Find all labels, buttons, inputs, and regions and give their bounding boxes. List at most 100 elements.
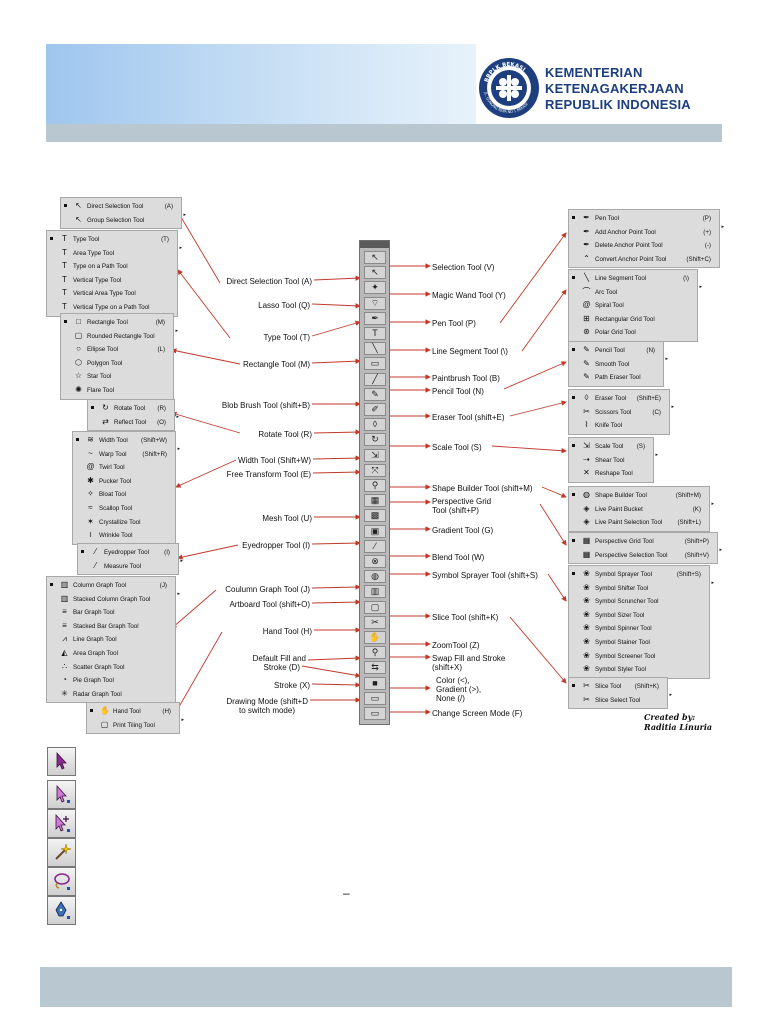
tool-menu-item[interactable]: ❀Symbol Screener Tool (569, 650, 709, 663)
tool-menu-item[interactable]: ○Ellipse Tool(L) (61, 343, 173, 356)
flyout-arrow-icon[interactable]: ▸ (711, 501, 714, 507)
toolbar-tool-button[interactable]: ▩ (364, 509, 386, 523)
toolbar-tool-button[interactable]: ⊗ (364, 555, 386, 568)
toolbar-tool-button[interactable]: ✒ (364, 311, 386, 325)
tool-menu-item[interactable]: ⁄Measure Tool (78, 560, 178, 573)
flyout-arrow-icon[interactable]: ▸ (183, 212, 186, 218)
flyout-arrow-icon[interactable]: ▸ (177, 446, 180, 452)
toolbar-tool-button[interactable]: ▥ (364, 585, 386, 599)
tool-menu-item[interactable]: ▢Rounded Rectangle Tool (61, 330, 173, 343)
toolbar-tool-button[interactable]: ✐ (364, 403, 386, 416)
tool-menu-item[interactable]: ⌇Knife Tool (569, 419, 669, 432)
flyout-arrow-icon[interactable]: ▸ (699, 284, 702, 290)
tool-menu-item[interactable]: ▥Column Graph Tool(J) (47, 579, 175, 592)
toolbar-tool-button[interactable]: ╱ (364, 372, 386, 386)
tool-menu-item[interactable]: ✎Smooth Tool (569, 358, 663, 371)
toolbar-tool-button[interactable]: ⤧ (364, 463, 386, 477)
tool-menu-item[interactable]: ☆Star Tool (61, 370, 173, 383)
tool-menu-item[interactable]: □Rectangle Tool(M) (61, 316, 173, 329)
tool-menu-item[interactable]: ⊛Polar Grid Tool (569, 326, 697, 339)
tool-menu-item[interactable]: ⬡Polygon Tool (61, 357, 173, 370)
tool-menu-item[interactable]: ◈Live Paint Bucket(K) (569, 503, 709, 516)
toolbar-tool-button[interactable]: ⇲ (364, 448, 386, 462)
tool-menu-item[interactable]: ✺Flare Tool (61, 384, 173, 397)
flyout-arrow-icon[interactable]: ▸ (655, 452, 658, 458)
tool-menu-item[interactable]: ↖Direct Selection Tool(A) (61, 200, 181, 213)
flyout-arrow-icon[interactable]: ▸ (719, 547, 722, 553)
tool-menu-item[interactable]: ✒Add Anchor Point Tool(+) (569, 226, 719, 239)
tool-menu-item[interactable]: ✳Radar Graph Tool (47, 688, 175, 701)
tool-menu-item[interactable]: ⇢Shear Tool (569, 454, 653, 467)
tool-menu-item[interactable]: ≡Bar Graph Tool (47, 606, 175, 619)
toolbar-tool-button[interactable]: ▭ (364, 707, 386, 720)
tool-menu-item[interactable]: @Twirl Tool (73, 461, 175, 474)
tool-menu-item[interactable]: ⌒Arc Tool (569, 286, 697, 299)
flyout-arrow-icon[interactable]: ▸ (180, 558, 183, 564)
toolbar-tool-button[interactable]: ⚲ (364, 646, 386, 660)
tool-menu-item[interactable]: ↖Group Selection Tool (61, 214, 181, 227)
tool-menu-item[interactable]: ⩘Line Graph Tool (47, 633, 175, 646)
tool-menu-item[interactable]: @Spiral Tool (569, 299, 697, 312)
tool-menu-item[interactable]: ✒Pen Tool(P) (569, 212, 719, 225)
tool-menu-item[interactable]: ◊Eraser Tool(Shift+E) (569, 392, 669, 405)
tool-menu-item[interactable]: ↻Rotate Tool(R) (88, 402, 174, 415)
tool-menu-item[interactable]: ▦Perspective Selection Tool(Shift+V) (569, 549, 717, 562)
toolbar-tool-button[interactable]: ▭ (364, 357, 386, 371)
tool-menu-item[interactable]: ❀Symbol Shifter Tool (569, 582, 709, 595)
tool-menu-item[interactable]: ❀Symbol Sizer Tool (569, 609, 709, 622)
toolbar-tool-button[interactable]: T (364, 327, 386, 340)
tool-menu-item[interactable]: ✂Scissors Tool(C) (569, 406, 669, 419)
tool-menu-item[interactable]: ≈Scallop Tool (73, 502, 175, 515)
tool-menu-item[interactable]: ▦Perspective Grid Tool(Shift+P) (569, 535, 717, 548)
tool-menu-item[interactable]: ✂Slice Tool(Shift+K) (569, 680, 667, 693)
tool-menu-item[interactable]: ✒Delete Anchor Point Tool(-) (569, 239, 719, 252)
tool-menu-item[interactable]: ✶Crystallize Tool (73, 516, 175, 529)
tool-menu-item[interactable]: ≋Width Tool(Shift+W) (73, 434, 175, 447)
toolbar-tool-button[interactable]: ✎ (364, 387, 386, 401)
toolbar-tool-button[interactable]: ■ (364, 676, 386, 690)
tool-menu-item[interactable]: ❀Symbol Scruncher Tool (569, 595, 709, 608)
tool-menu-item[interactable]: ▢Print Tiling Tool (87, 719, 179, 732)
tool-menu-item[interactable]: ≀Wrinkle Tool (73, 529, 175, 542)
tool-menu-item[interactable]: ✕Reshape Tool (569, 467, 653, 480)
toolbar-tool-button[interactable]: ↻ (364, 433, 386, 447)
tool-menu-item[interactable]: ◔Pie Graph Tool (47, 674, 175, 687)
toolbar-tool-button[interactable]: ⌔ (364, 296, 386, 310)
tool-menu-item[interactable]: ≡Stacked Bar Graph Tool (47, 620, 175, 633)
flyout-arrow-icon[interactable]: ▸ (671, 404, 674, 410)
tool-menu-item[interactable]: ❀Symbol Sprayer Tool(Shift+S) (569, 568, 709, 581)
toolbar-tool-button[interactable]: ⁄ (364, 539, 386, 553)
flyout-arrow-icon[interactable]: ▸ (711, 580, 714, 586)
tool-menu-item[interactable]: ◈Live Paint Selection Tool(Shift+L) (569, 516, 709, 529)
tool-menu-item[interactable]: ⁄Eyedropper Tool(I) (78, 546, 178, 559)
tool-menu-item[interactable]: ~Warp Tool(Shift+R) (73, 448, 175, 461)
toolbar-tool-button[interactable]: ◍ (364, 570, 386, 584)
toolbar-tool-button[interactable]: ✂ (364, 615, 386, 629)
flyout-arrow-icon[interactable]: ▸ (721, 224, 724, 230)
flyout-arrow-icon[interactable]: ▸ (669, 692, 672, 698)
tools-panel-header[interactable] (360, 241, 389, 248)
tool-menu-item[interactable]: ✂Slice Select Tool (569, 694, 667, 707)
tool-menu-item[interactable]: ⇄Reflect Tool(O) (88, 416, 174, 429)
tool-menu-item[interactable]: ✋Hand Tool(H) (87, 705, 179, 718)
toolbar-tool-button[interactable]: ↖ (364, 266, 386, 280)
tool-menu-item[interactable]: ✎Pencil Tool(N) (569, 344, 663, 357)
tool-menu-item[interactable]: ✎Path Eraser Tool (569, 371, 663, 384)
tool-menu-item[interactable]: ╲Line Segment Tool(\) (569, 272, 697, 285)
toolbar-tool-button[interactable]: ◊ (364, 418, 386, 432)
tool-menu-item[interactable]: ✧Bloat Tool (73, 488, 175, 501)
toolbar-tool-button[interactable]: ▭ (364, 691, 386, 705)
flyout-arrow-icon[interactable]: ▸ (177, 591, 180, 597)
tool-menu-item[interactable]: ✱Pucker Tool (73, 475, 175, 488)
toolbar-tool-button[interactable]: ▦ (364, 494, 386, 508)
toolbar-tool-button[interactable]: ⚲ (364, 479, 386, 492)
toolbar-tool-button[interactable]: ↖ (364, 251, 386, 264)
toolbar-tool-button[interactable]: ⇆ (364, 661, 386, 675)
tool-menu-item[interactable]: ⊞Rectangular Grid Tool (569, 313, 697, 326)
